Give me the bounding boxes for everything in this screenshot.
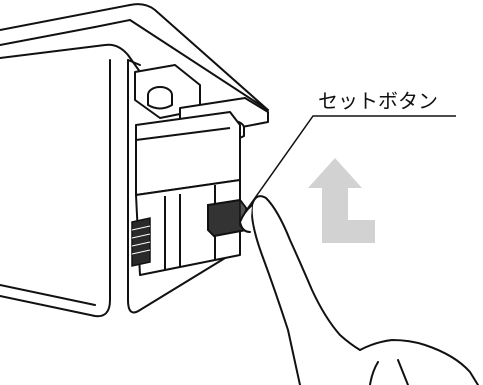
callout-label: セットボタン	[318, 89, 438, 113]
callout-leader	[244, 115, 456, 213]
coil-part	[131, 217, 151, 267]
inner-mechanism	[134, 64, 269, 276]
set-button	[207, 197, 247, 238]
device-casing	[0, 3, 269, 318]
up-then-right-arrow-icon	[308, 158, 375, 243]
pointing-finger-icon	[239, 195, 479, 385]
